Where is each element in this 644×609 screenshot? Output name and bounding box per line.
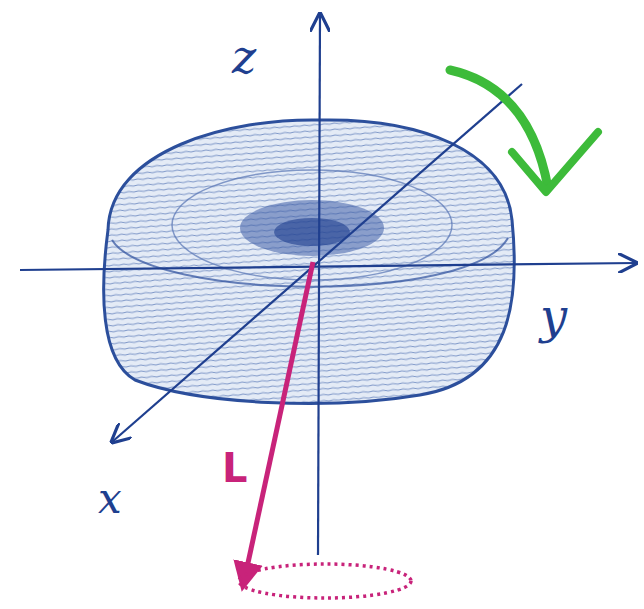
axis-label: z: [232, 34, 256, 80]
angular-momentum-vector: [243, 262, 313, 586]
precession-ellipse: [239, 564, 411, 598]
rotation-arrowhead: [512, 132, 598, 192]
vector-label: L: [222, 448, 248, 488]
x-axis: [112, 84, 522, 442]
axis-label: y: [540, 292, 567, 340]
y-axis: [20, 263, 636, 270]
torus-center: [274, 218, 350, 246]
torus-hole: [240, 200, 384, 256]
z-axis: [318, 14, 320, 555]
rotation-arrow: [450, 70, 548, 188]
axis-label: x: [98, 478, 122, 520]
torus-disk: [104, 120, 515, 404]
